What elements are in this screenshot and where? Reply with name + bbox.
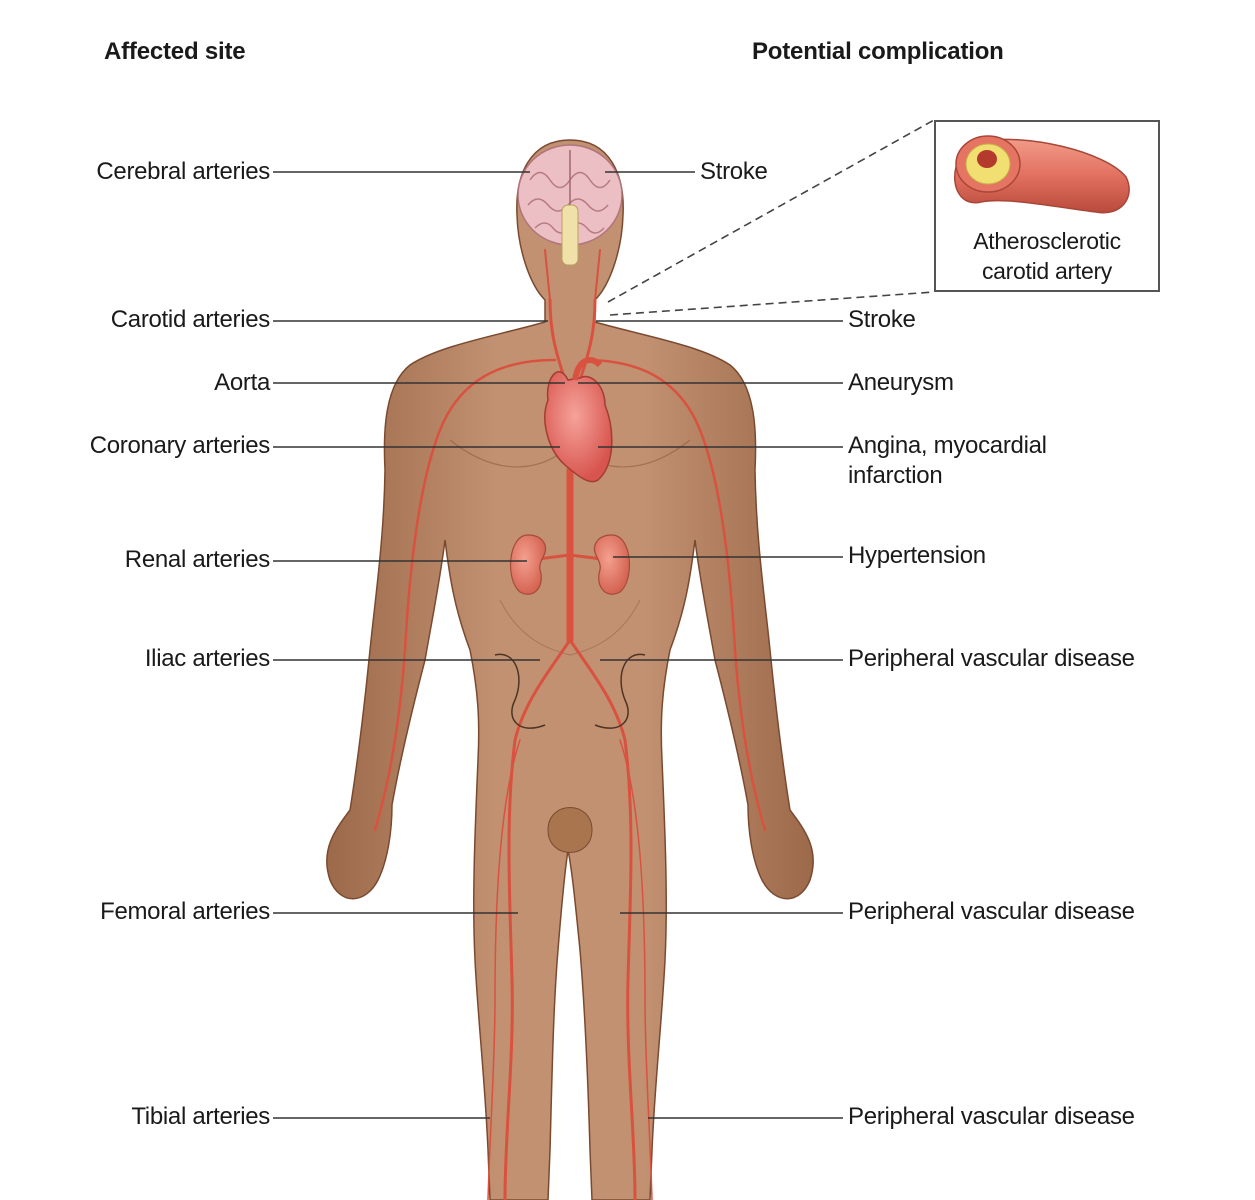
left-leader-lines <box>273 171 565 1119</box>
complication-label-aorta: Aneurysm <box>848 369 954 396</box>
site-label-aorta: Aorta <box>214 369 270 396</box>
complication-label-cerebral: Stroke <box>700 158 768 185</box>
artery-network <box>373 249 767 1200</box>
carotid-inset-box <box>934 120 1160 292</box>
inset-caption-line2: carotid artery <box>981 258 1112 284</box>
heart-illustration <box>544 357 613 483</box>
complication-label-coronary-line2: infarction <box>848 462 943 489</box>
site-label-coronary: Coronary arteries <box>89 432 271 459</box>
complication-label-tibial: Peripheral vascular disease <box>848 1103 1135 1130</box>
inset-callout-lines <box>607 119 935 316</box>
right-leader-lines <box>578 171 843 1119</box>
inset-caption: Atherosclerotic carotid artery <box>934 226 1160 286</box>
site-label-femoral: Femoral arteries <box>100 898 270 925</box>
potential-complication-header: Potential complication <box>752 38 1004 65</box>
artery-cross-section-icon <box>954 135 1130 214</box>
complication-label-renal: Hypertension <box>848 542 986 569</box>
site-label-cerebral: Cerebral arteries <box>96 158 270 185</box>
complication-label-coronary-line1: Angina, myocardial <box>848 432 1047 459</box>
site-label-iliac: Iliac arteries <box>144 645 270 672</box>
complication-label-iliac: Peripheral vascular disease <box>848 645 1135 672</box>
site-label-renal: Renal arteries <box>124 546 271 573</box>
kidneys-illustration <box>509 534 631 595</box>
site-label-carotid: Carotid arteries <box>110 306 271 333</box>
complication-label-carotid: Stroke <box>848 306 916 333</box>
inset-caption-line1: Atherosclerotic <box>973 228 1121 254</box>
site-label-tibial: Tibial arteries <box>131 1103 270 1130</box>
body-silhouette <box>326 139 814 1200</box>
brain-illustration <box>517 144 623 266</box>
complication-label-femoral: Peripheral vascular disease <box>848 898 1135 925</box>
affected-site-header: Affected site <box>104 38 246 65</box>
